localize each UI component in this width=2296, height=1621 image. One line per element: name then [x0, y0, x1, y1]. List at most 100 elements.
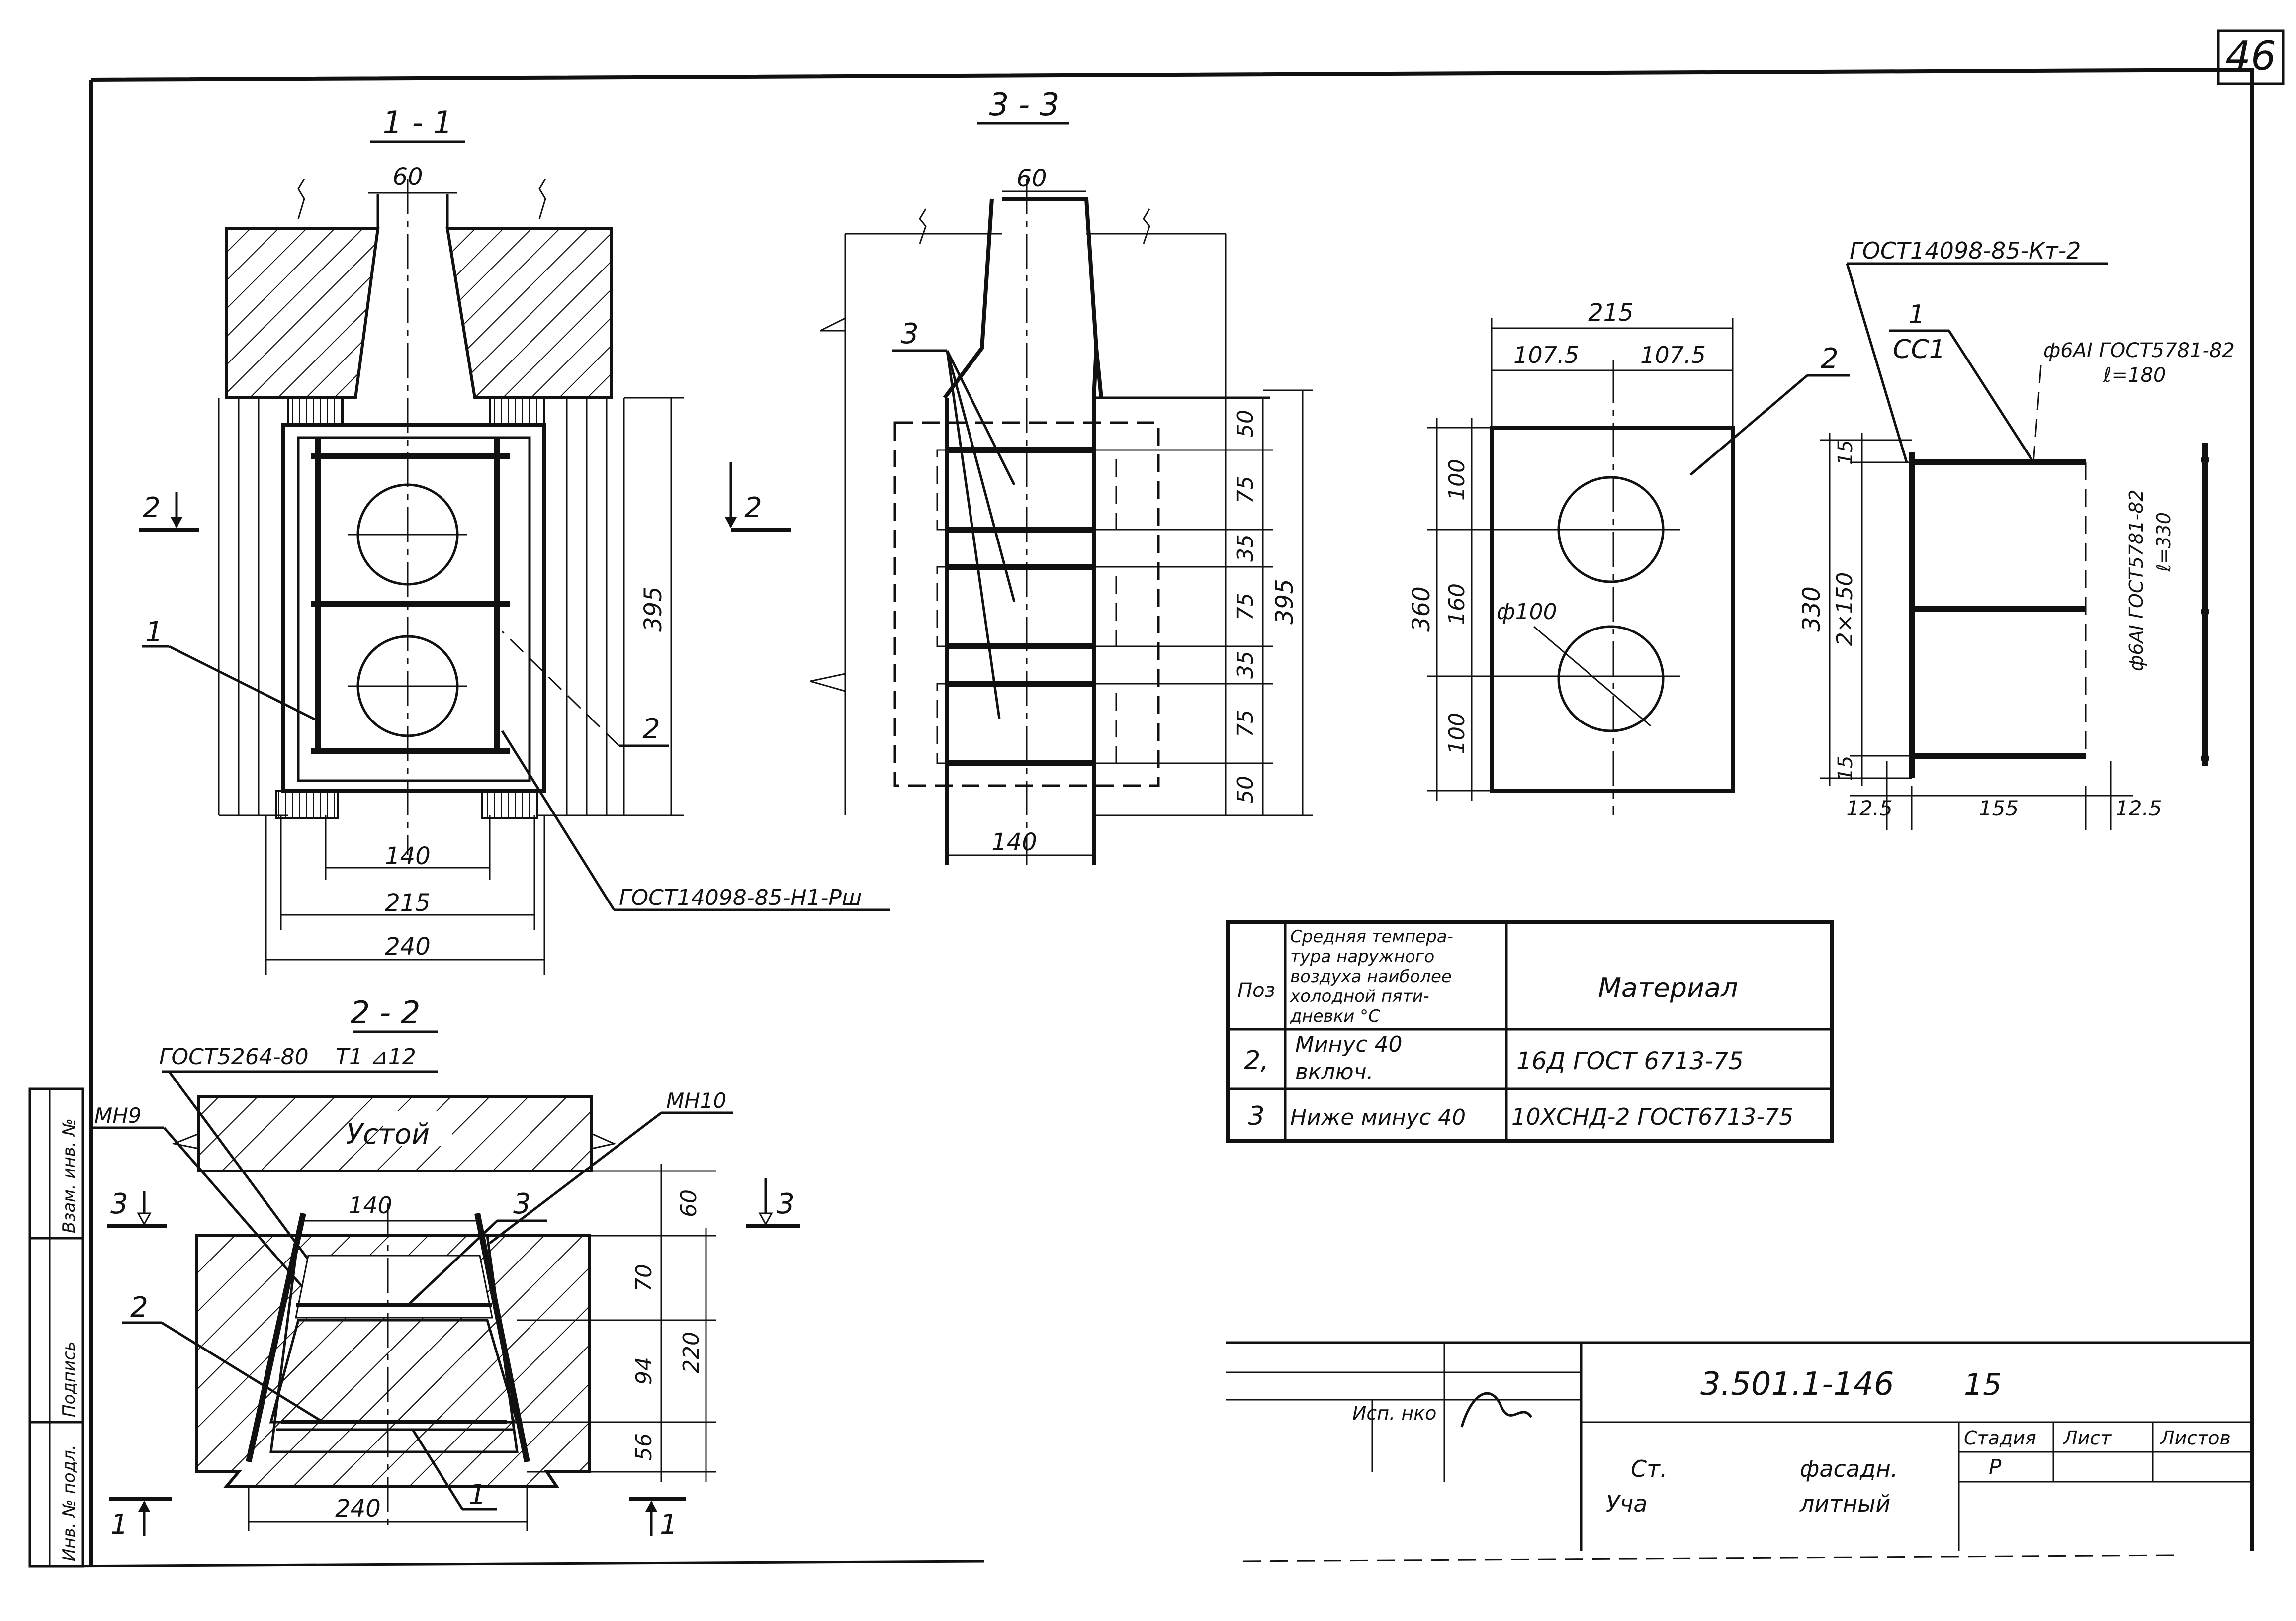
- cc1-dim-2x150: 2×150: [1832, 572, 1857, 646]
- callout-plate-2: 2: [1821, 343, 1839, 375]
- s22-weld: Т1 ⊿12: [336, 1044, 416, 1070]
- cut-1-left: 1: [110, 1509, 128, 1541]
- table-header-pos: Поз: [1237, 979, 1275, 1002]
- table-row-2-pos: 3: [1248, 1101, 1264, 1131]
- dim-3-3-bottom: 140: [991, 828, 1037, 856]
- cc1-bar-v-2: ℓ=330: [2153, 512, 2175, 572]
- cc1-mark-name: СС1: [1893, 335, 1945, 364]
- cut-2-right: 2: [744, 492, 762, 524]
- table-row-1-material: 16Д ГОСТ 6713-75: [1516, 1047, 1744, 1075]
- margin-stamp: Инв. № подл. Подпись Взам. инв. №: [28, 1087, 84, 1568]
- title-stage-label: Стадия: [1964, 1427, 2036, 1449]
- title-right-row-1: фасадн.: [1800, 1455, 1898, 1482]
- table-header-temp-3: воздуха наиболее: [1290, 967, 1452, 987]
- dim-2-2-top: 140: [349, 1192, 392, 1219]
- table-header-temp-1: Средняя темпера-: [1290, 927, 1453, 947]
- dim-plate-107-right: 107.5: [1640, 342, 1706, 368]
- dim-1-1-215: 215: [385, 889, 431, 917]
- callout-3-3-pos3: 3: [901, 318, 919, 350]
- dim-plate-107-left: 107.5: [1513, 342, 1579, 368]
- title-sheets-label: Листов: [2159, 1427, 2231, 1449]
- dim-2-2-60: 60: [676, 1189, 702, 1217]
- title-sheet: 15: [1964, 1367, 2002, 1402]
- table-header-material: Материал: [1598, 972, 1738, 1003]
- dim-2-2-bottom: 240: [335, 1495, 381, 1523]
- cc1-dim-w1: 12.5: [1846, 796, 1893, 820]
- materials-table: Поз Средняя темпера- тура наружного возд…: [1226, 920, 1834, 1143]
- table-row-1-pos: 2,: [1244, 1046, 1269, 1076]
- section-1-1-title: 1 - 1: [383, 104, 453, 141]
- dim-plate-hole: ф100: [1497, 599, 1557, 625]
- dim-1-1-140: 140: [385, 842, 431, 870]
- title-sig-label: Исп. нко: [1352, 1402, 1436, 1424]
- dim-plate-100-bottom: 100: [1444, 713, 1470, 754]
- cut-2-left: 2: [143, 492, 161, 524]
- sheet-frame: 46: [54, 29, 2285, 1568]
- cut-1-right: 1: [660, 1509, 678, 1541]
- dim-plate-215: 215: [1588, 299, 1634, 327]
- table-row-2-temp-1: Ниже минус 40: [1290, 1105, 1466, 1130]
- cc1-bar-h-1: ф6АI ГОСТ5781-82: [2043, 339, 2235, 362]
- title-stage: Р: [1989, 1455, 2002, 1479]
- cut-3-left: 3: [110, 1188, 128, 1220]
- section-3-3: 3 - 3 60 140: [810, 87, 1313, 865]
- cc1-dim-w2: 155: [1979, 796, 2019, 820]
- section-1-1: 1 - 1: [139, 104, 890, 975]
- cc1-dim-15-bottom: 15: [1834, 756, 1857, 781]
- sheet-number: 46: [2225, 33, 2276, 79]
- cc1-bar-h-2: ℓ=180: [2103, 364, 2166, 387]
- section-2-2-title: 2 - 2: [351, 994, 421, 1031]
- s22-gost: ГОСТ5264-80: [159, 1044, 309, 1070]
- cut-3-right: 3: [777, 1188, 795, 1220]
- dim-3-3-chain-6: 75: [1233, 710, 1258, 737]
- cc1-bar-v-1: ф6АI ГОСТ5781-82: [2125, 489, 2147, 671]
- callout-2-2-pos2: 2: [130, 1291, 148, 1324]
- stamp-inv-label: Инв. № подл.: [59, 1444, 79, 1561]
- dim-3-3-chain-5: 35: [1233, 651, 1258, 679]
- cc1-mark-num: 1: [1908, 300, 1925, 330]
- part-cc1: ГОСТ14098-85-Кт-2 1 СС1 ф6АI ГОСТ5781-82…: [1798, 237, 2235, 830]
- dim-1-1-top: 60: [392, 163, 423, 191]
- callout-1-1-gost: ГОСТ14098-85-Н1-Рш: [619, 885, 862, 910]
- table-row-1-temp-1: Минус 40: [1295, 1032, 1403, 1057]
- stamp-replace-label: Взам. инв. №: [59, 1118, 79, 1233]
- title-sheet-label: Лист: [2062, 1427, 2112, 1449]
- callout-2-2-pos3: 3: [513, 1188, 531, 1220]
- dim-plate-100-top: 100: [1444, 459, 1470, 501]
- cc1-gost-top: ГОСТ14098-85-Кт-2: [1850, 237, 2081, 264]
- s22-mark-right: МН10: [666, 1088, 726, 1113]
- plate-2: 215 107.5 107.5 360 100 160 100 ф100 2: [1408, 299, 1850, 815]
- cc1-dim-330: 330: [1798, 586, 1826, 632]
- dim-1-1-240: 240: [385, 933, 431, 961]
- s22-mark-left: МН9: [94, 1103, 142, 1128]
- table-row-1-temp-2: включ.: [1295, 1059, 1374, 1084]
- dim-3-3-chain-7: 50: [1233, 776, 1258, 804]
- dim-3-3-chain-4: 75: [1233, 593, 1258, 621]
- dim-3-3-chain-3: 35: [1233, 534, 1258, 562]
- dim-2-2-70: 70: [631, 1264, 657, 1292]
- table-header-temp-5: дневки °С: [1290, 1006, 1380, 1026]
- title-left-row-1: Ст.: [1631, 1455, 1668, 1482]
- title-code: 3.501.1-146: [1700, 1366, 1894, 1403]
- dim-3-3-chain-1: 50: [1233, 410, 1258, 438]
- title-block: 3.501.1-146 15 Стадия Р Лист Листов Исп.…: [1226, 1341, 2252, 1551]
- dim-plate-360: 360: [1408, 586, 1435, 632]
- section-2-2: 2 - 2 ГОСТ5264-80 Т1 ⊿12 МН9 МН10 Устой …: [92, 994, 800, 1541]
- callout-1-1-pos1: 1: [145, 616, 163, 648]
- dim-2-2-220: 220: [679, 1332, 704, 1373]
- cc1-dim-w3: 12.5: [2116, 796, 2162, 820]
- table-row-2-material: 10ХСНД-2 ГОСТ6713-75: [1511, 1103, 1793, 1130]
- table-header-temp-4: холодной пяти-: [1290, 987, 1429, 1006]
- cc1-dim-15-top: 15: [1834, 440, 1857, 465]
- stamp-sign-label: Подпись: [59, 1341, 79, 1417]
- dim-3-3-top: 60: [1016, 165, 1047, 192]
- callout-1-1-pos2: 2: [642, 713, 660, 745]
- dim-1-1-395: 395: [639, 586, 667, 632]
- table-header-temp-2: тура наружного: [1290, 947, 1434, 967]
- s22-abutment: Устой: [346, 1118, 430, 1151]
- dim-2-2-56: 56: [631, 1433, 657, 1461]
- callout-2-2-pos1: 1: [468, 1479, 486, 1511]
- dim-plate-160: 160: [1444, 583, 1470, 625]
- title-right-row-2: литный: [1799, 1490, 1890, 1517]
